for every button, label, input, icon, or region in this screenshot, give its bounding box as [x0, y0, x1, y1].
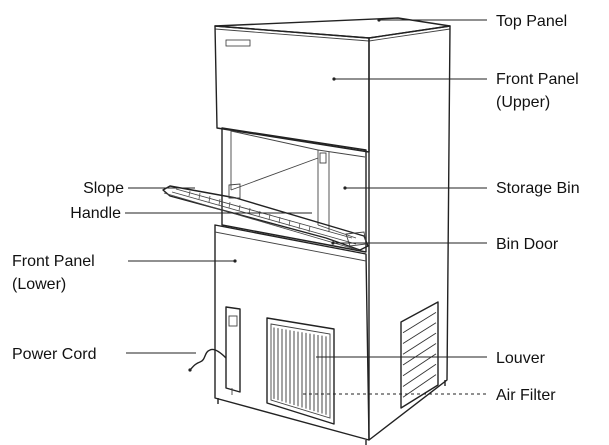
label-handle: Handle [70, 205, 121, 222]
bin-door-shape [162, 183, 369, 251]
power-cord-shape [189, 348, 227, 371]
front-panel-lower-shape [214, 224, 370, 441]
leader-lines [125, 18, 487, 395]
handle-ribs [188, 190, 311, 233]
label-front-panel-upper: Front Panel [496, 71, 579, 88]
side-air-filter-grille [400, 301, 439, 409]
label-slope: Slope [83, 180, 124, 197]
side-grille-slat [402, 332, 437, 355]
side-grille-slat [402, 322, 437, 344]
label-bin-door: Bin Door [496, 236, 559, 253]
front-panel-upper-shape [214, 25, 370, 153]
label-air-filter: Air Filter [496, 387, 556, 404]
louver-shape [266, 317, 335, 425]
labels: Top Panel Front Panel (Upper) Storage Bi… [12, 13, 580, 404]
label-top-panel: Top Panel [496, 13, 567, 30]
label-front-panel-lower: Front Panel [12, 253, 95, 270]
side-grille-slat [402, 343, 437, 366]
label-storage-bin: Storage Bin [496, 180, 580, 197]
power-cord-box [225, 306, 241, 395]
side-grille-slat [402, 374, 437, 398]
ice-machine-illustration [162, 17, 451, 445]
label-front-panel-upper-sub: (Upper) [496, 94, 550, 111]
label-power-cord: Power Cord [12, 346, 96, 363]
side-grille-slat [402, 363, 437, 387]
storage-bin-shape [221, 127, 367, 253]
label-louver: Louver [496, 350, 546, 367]
right-side-panel [368, 25, 451, 441]
logo-plate [225, 39, 251, 47]
side-grille-slat [402, 311, 437, 334]
label-front-panel-lower-sub: (Lower) [12, 276, 66, 293]
